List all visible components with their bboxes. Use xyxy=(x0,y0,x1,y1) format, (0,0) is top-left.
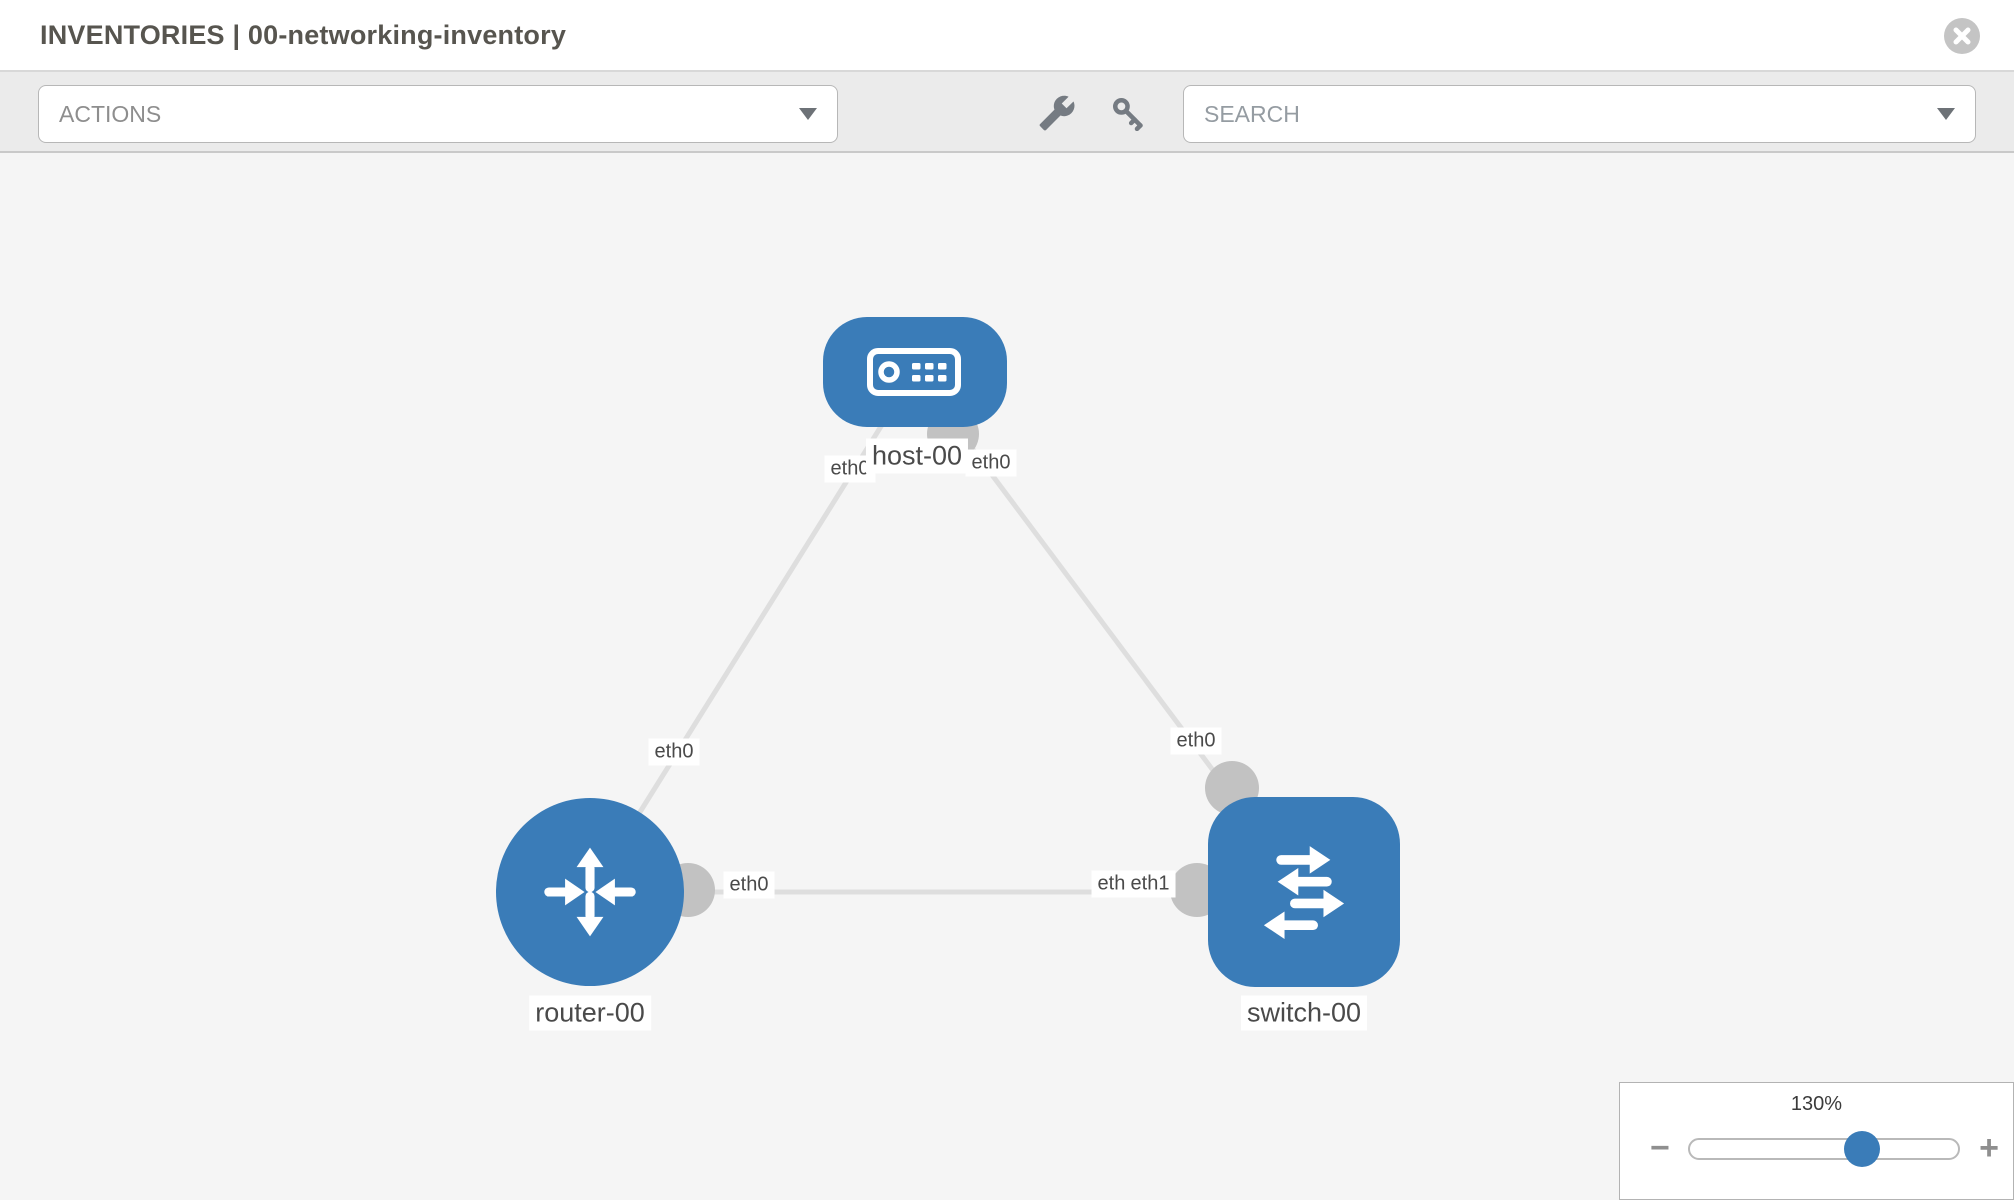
switch-arrows-icon xyxy=(1263,846,1345,939)
node-label-host-00: host-00 xyxy=(865,438,969,474)
toolbar: ACTIONS xyxy=(0,72,2014,153)
interface-label: eth0 xyxy=(965,449,1017,477)
page-header: INVENTORIES | 00-networking-inventory xyxy=(0,0,2014,72)
page-title: INVENTORIES | 00-networking-inventory xyxy=(40,20,567,50)
interface-label: eth0 xyxy=(723,871,775,899)
topology-canvas[interactable]: eth0 host-00 eth0 eth0 eth0 eth0 eth0 et… xyxy=(0,153,2014,1200)
key-icon xyxy=(1113,97,1143,131)
node-switch-00[interactable] xyxy=(1208,797,1400,987)
chevron-down-icon xyxy=(1937,108,1955,120)
interface-label: eth0 xyxy=(648,738,700,766)
wrench-icon xyxy=(1039,95,1075,130)
zoom-widget: 130% − + xyxy=(1619,1082,2014,1200)
toolbar-icon-group xyxy=(1038,72,1146,153)
node-host-00[interactable] xyxy=(823,317,1007,427)
node-label-router-00: router-00 xyxy=(529,995,651,1031)
zoom-out-button[interactable]: − xyxy=(1650,1129,1670,1167)
close-icon xyxy=(1953,27,1971,45)
node-label-switch-00: switch-00 xyxy=(1240,995,1368,1031)
chevron-down-icon xyxy=(799,108,817,120)
search-dropdown[interactable]: SEARCH xyxy=(1183,85,1976,143)
wrench-button[interactable] xyxy=(1038,94,1076,132)
interface-label: eth1 xyxy=(1124,870,1176,898)
zoom-slider-track[interactable] xyxy=(1688,1131,1960,1167)
router-arrows-icon xyxy=(544,847,636,937)
topology-graph xyxy=(496,317,1400,987)
search-dropdown-label: SEARCH xyxy=(1204,100,1300,127)
close-button[interactable] xyxy=(1944,18,1980,54)
actions-dropdown[interactable]: ACTIONS xyxy=(38,85,838,143)
zoom-slider-handle[interactable] xyxy=(1843,1131,1880,1167)
interface-label: eth0 xyxy=(1170,727,1222,755)
zoom-slider-row: − + xyxy=(1620,1127,2013,1171)
server-icon xyxy=(867,348,961,396)
node-router-00[interactable] xyxy=(496,798,684,986)
zoom-in-button[interactable]: + xyxy=(1979,1129,1999,1167)
actions-dropdown-label: ACTIONS xyxy=(59,100,162,127)
key-button[interactable] xyxy=(1110,95,1146,131)
zoom-level-value: 130% xyxy=(1790,1093,1843,1115)
